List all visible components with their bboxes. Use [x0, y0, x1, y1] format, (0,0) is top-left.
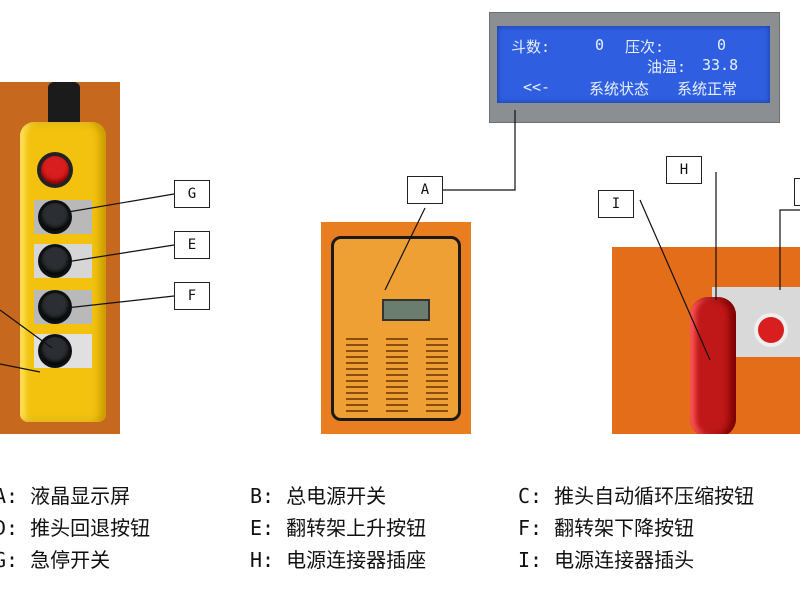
vent-grille [426, 334, 448, 414]
callout-i: I [598, 190, 634, 218]
legend-item: B: 总电源开关 [250, 484, 387, 508]
lcd-screen: 斗数: 0 压次: 0 油温: 33.8 <<- 系统状态 系统正常 [497, 26, 770, 103]
lower-button [41, 247, 69, 275]
connector-photo [612, 247, 800, 434]
callout-e: E [174, 231, 210, 259]
legend-item: C: 推头自动循环压缩按钮 [518, 484, 755, 508]
legend-item: E: 翻转架上升按钮 [250, 516, 427, 540]
legend-item: G: 急停开关 [0, 548, 111, 572]
callout-partial [794, 178, 800, 206]
pendant-photo [0, 82, 120, 434]
raise-button [41, 203, 69, 231]
lcd-oil-value: 33.8 [702, 56, 739, 74]
cycle-button [41, 337, 69, 365]
legend-item: A: 液晶显示屏 [0, 484, 131, 508]
callout-h: H [666, 156, 702, 184]
retract-button [41, 293, 69, 321]
lcd-press-label: 压次: [625, 38, 665, 56]
lcd-oil-label: 油温: [647, 58, 687, 76]
cabinet-lcd [382, 299, 430, 321]
power-plug [690, 297, 736, 434]
callout-g: G [174, 180, 210, 208]
lcd-status-value: 系统正常 [677, 80, 738, 98]
main-switch-knob [758, 317, 784, 343]
legend-item: D: 推头回退按钮 [0, 516, 151, 540]
vent-grille [346, 334, 368, 414]
pendant-body [20, 122, 106, 422]
legend-item: I: 电源连接器插头 [518, 548, 695, 572]
legend-item: H: 电源连接器插座 [250, 548, 427, 572]
vent-grille [386, 334, 408, 414]
lcd-press-value: 0 [717, 36, 727, 54]
callout-a: A [407, 176, 443, 204]
lcd-count-value: 0 [595, 36, 605, 54]
legend-item: F: 翻转架下降按钮 [518, 516, 695, 540]
lcd-back-symbol: <<- [523, 78, 551, 96]
callout-f: F [174, 282, 210, 310]
lcd-count-label: 斗数: [511, 38, 551, 56]
emergency-stop-button [41, 156, 69, 184]
lcd-status-label: 系统状态 [589, 80, 650, 98]
